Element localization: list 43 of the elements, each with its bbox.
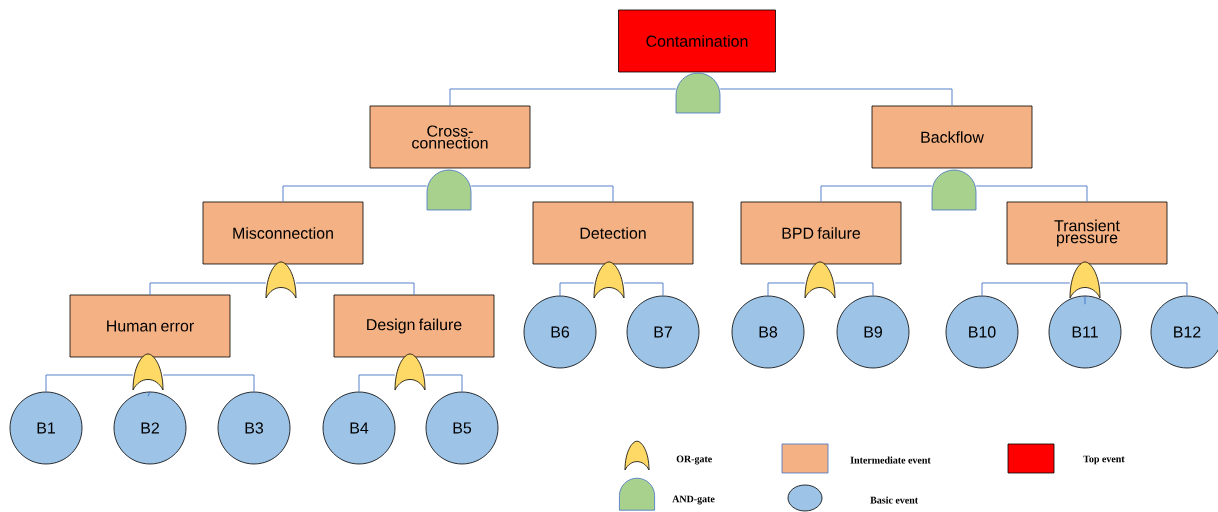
connector-line [149,282,267,296]
connector-line [449,88,677,107]
connector-line [981,282,1071,297]
connector-line [162,374,255,393]
legend-label: Intermediate event [850,456,931,464]
connector-line [424,374,463,393]
legend-label: Top event [1083,455,1125,465]
event-box: Transient pressure [1006,201,1168,265]
connector-line [147,391,151,397]
event-box: Misconnection [202,201,364,265]
connector-line [975,185,1088,203]
legend-label: AND-gate [672,495,715,505]
connector-line [559,282,595,297]
connector-line [767,282,806,297]
or-gate [1069,261,1101,299]
or-gate [265,261,297,299]
event-box: Detection [532,201,694,265]
event-box: Human error [69,294,231,358]
top-event-box: Contamination [618,9,776,73]
event-box: Cross- connection [369,105,531,169]
or-gate [132,353,164,391]
connector-line [45,374,134,393]
connector-line [282,185,428,203]
connector-line [719,88,953,107]
connector-line [358,374,396,393]
and-gate [426,169,472,211]
connector-line [1099,282,1188,297]
connector-line [470,185,614,203]
connector-line [623,282,664,297]
event-box: Design failure [333,294,495,358]
legend-label: OR-gate [676,455,712,465]
connector-line [295,282,415,296]
and-gate [675,72,721,114]
event-box: BPD failure [740,201,902,265]
connector-line [834,282,874,297]
connector-line [1084,295,1086,305]
event-box: Backflow [871,105,1033,169]
connector-line [820,185,933,203]
or-gate [804,261,836,299]
or-gate [593,261,625,299]
or-gate [394,353,426,391]
legend-label: Basic event [870,496,919,504]
and-gate [931,169,977,211]
